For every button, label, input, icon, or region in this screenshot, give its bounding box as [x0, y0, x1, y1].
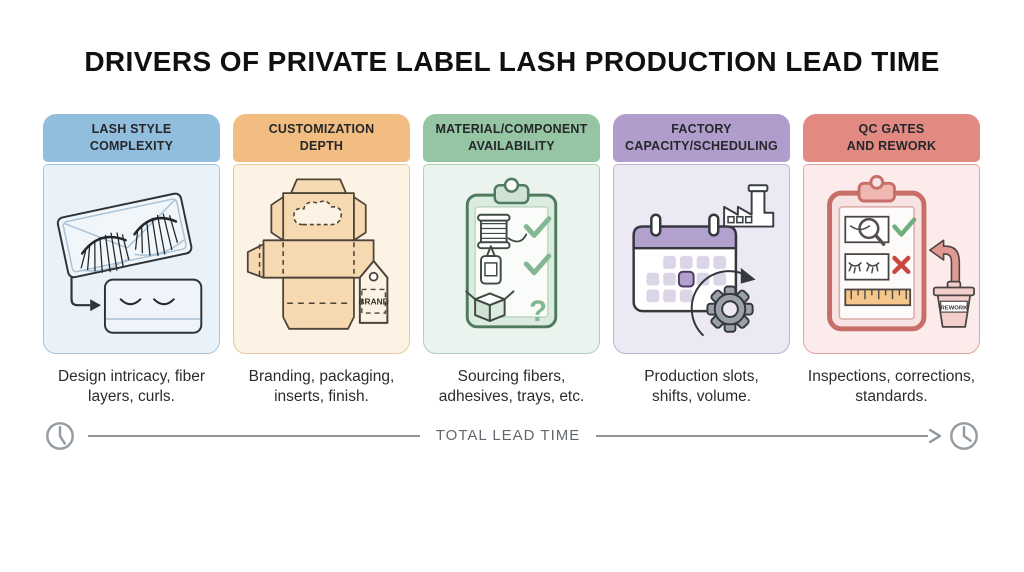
clock-icon — [46, 421, 74, 450]
total-lead-time-axis: TOTAL LEAD TIME — [44, 420, 980, 452]
card-customization-depth: CUSTOMIZATION DEPTH — [233, 114, 410, 408]
card-illustration: REWORK — [803, 164, 980, 354]
arrowhead-icon — [928, 428, 942, 444]
lead-time-line-right — [596, 434, 929, 437]
card-illustration — [613, 164, 790, 354]
card-caption: Branding, packaging, inserts, finish. — [248, 368, 395, 406]
svg-text:?: ? — [529, 295, 547, 328]
lead-time-label: TOTAL LEAD TIME — [435, 427, 581, 445]
card-caption: Design intricacy, fiber layers, curls. — [57, 368, 205, 406]
card-header: CUSTOMIZATION DEPTH — [233, 114, 410, 162]
card-header: LASH STYLE COMPLEXITY — [43, 114, 220, 162]
rework-bin-icon: REWORK — [932, 280, 975, 328]
clock-icon — [950, 421, 978, 450]
card-illustration — [43, 164, 220, 354]
packaging-dieline-icon: BRAND — [246, 178, 389, 330]
sourcing-checklist-icon: ? — [465, 177, 558, 329]
card-illustration: BRAND — [233, 164, 410, 354]
driver-cards-row: LASH STYLE COMPLEXITY — [43, 114, 981, 408]
brand-tag-label: BRAND — [359, 297, 389, 307]
factory-calendar-icon — [632, 184, 775, 337]
rework-arrow-icon — [929, 239, 961, 285]
gear-icon — [706, 285, 754, 333]
card-caption: Inspections, corrections, standards. — [807, 368, 976, 406]
factory-icon — [723, 190, 775, 228]
magnifier-icon — [858, 217, 880, 240]
card-qc-rework: QC GATES AND REWORK — [803, 114, 980, 408]
lead-time-line-left — [88, 434, 420, 437]
card-caption: Sourcing fibers, adhesives, trays, etc. — [438, 368, 585, 406]
card-caption: Production slots, shifts, volume. — [644, 368, 759, 406]
qc-clipboard-icon: REWORK — [827, 174, 975, 332]
card-illustration: ? — [423, 164, 600, 354]
rework-bin-label: REWORK — [941, 306, 969, 312]
card-header: FACTORY CAPACITY/SCHEDULING — [613, 114, 790, 162]
card-factory-capacity: FACTORY CAPACITY/SCHEDULING — [613, 114, 790, 408]
card-material-availability: MATERIAL/COMPONENT AVAILABILITY — [423, 114, 600, 408]
card-lash-style-complexity: LASH STYLE COMPLEXITY — [43, 114, 220, 408]
card-header: MATERIAL/COMPONENT AVAILABILITY — [423, 114, 600, 162]
ruler-icon — [844, 288, 912, 307]
page-title: DRIVERS OF PRIVATE LABEL LASH PRODUCTION… — [84, 46, 940, 77]
calendar-highlight — [677, 270, 695, 288]
card-header: QC GATES AND REWORK — [803, 114, 980, 162]
lash-tray-icon — [56, 192, 203, 334]
